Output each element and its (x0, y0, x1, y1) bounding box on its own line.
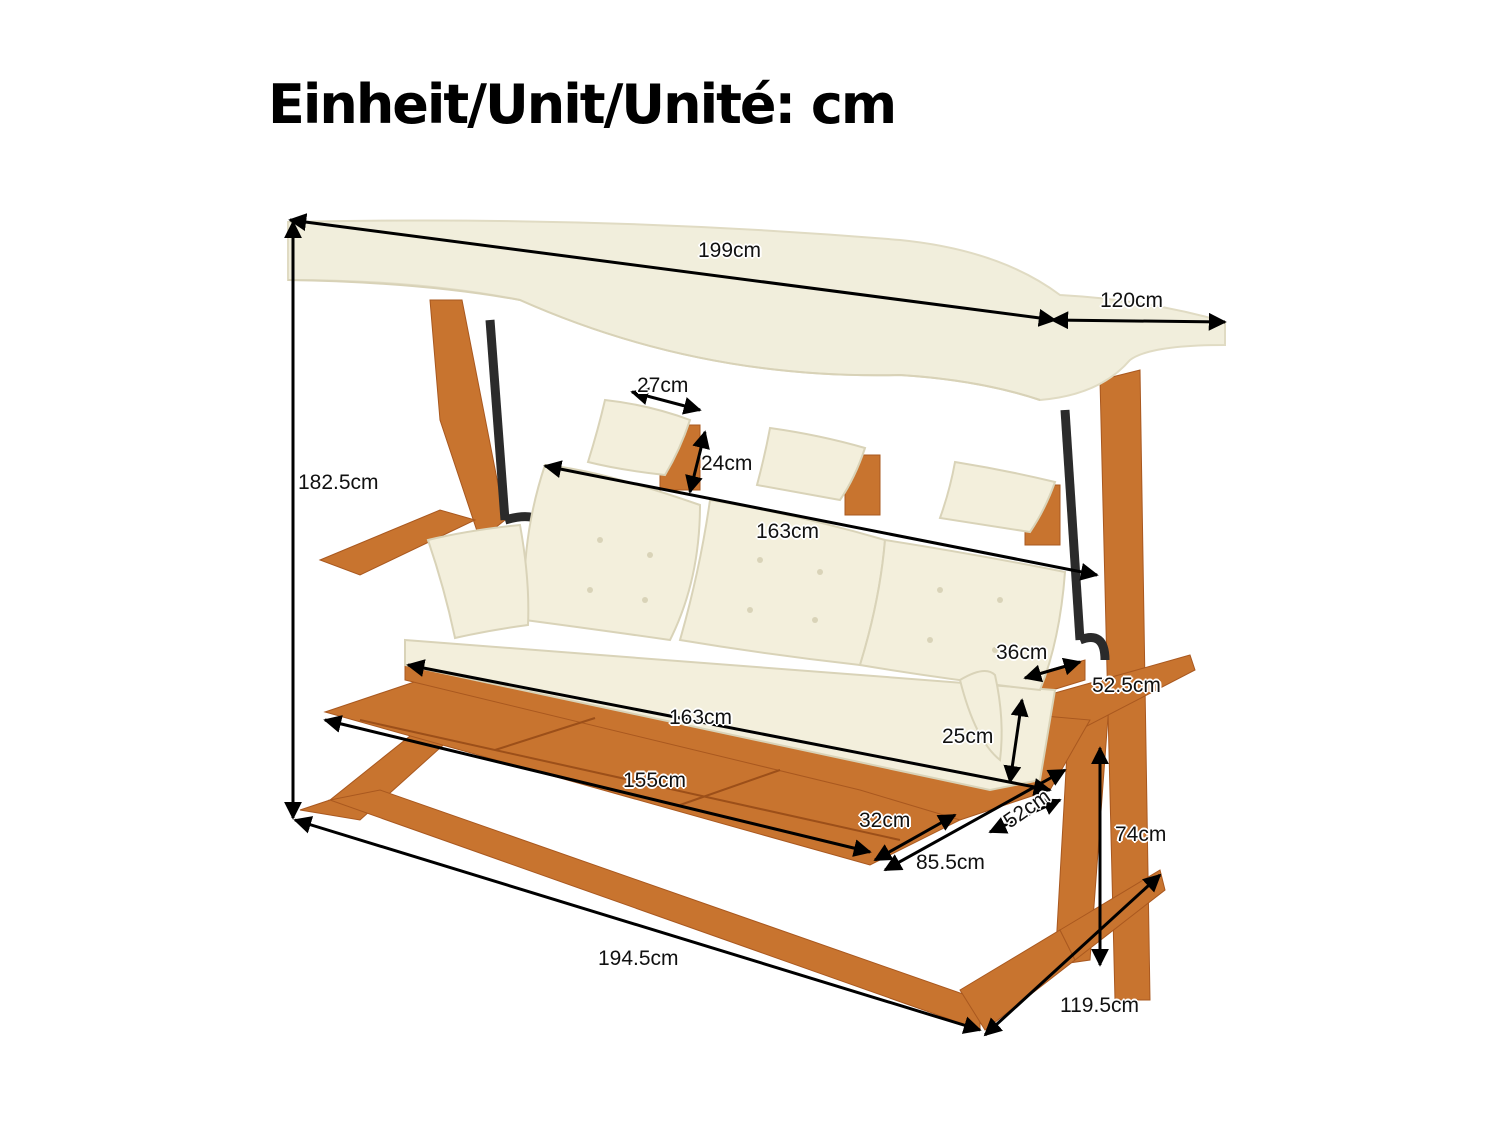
dim-base-length: 194.5cm (598, 947, 679, 970)
dim-side-table-length: 52.5cm (1092, 674, 1161, 697)
unit-title: Einheit/Unit/Unité: cm (268, 73, 897, 136)
dim-footrest-depth: 32cm (859, 809, 911, 832)
dim-backrest-width: 163cm (756, 520, 820, 543)
dim-pillow-width: 27cm (637, 374, 689, 397)
dim-pillow-height: 24cm (701, 452, 753, 475)
dim-canopy-depth: 120cm (1100, 289, 1164, 312)
dim-armrest-height: 25cm (942, 725, 994, 748)
dim-base-depth: 119.5cm (1060, 994, 1139, 1017)
dim-total-height: 182.5cm (298, 471, 379, 494)
dim-seat-width: 163cm (669, 706, 733, 729)
dim-armrest-length: 36cm (996, 641, 1048, 664)
dim-table-height: 74cm (1115, 823, 1167, 846)
dim-bed-depth: 85.5cm (916, 851, 985, 874)
dim-canopy-length: 199cm (698, 239, 762, 262)
dimension-lines (284, 213, 1227, 1037)
dim-footrest-length: 155cm (623, 769, 687, 792)
